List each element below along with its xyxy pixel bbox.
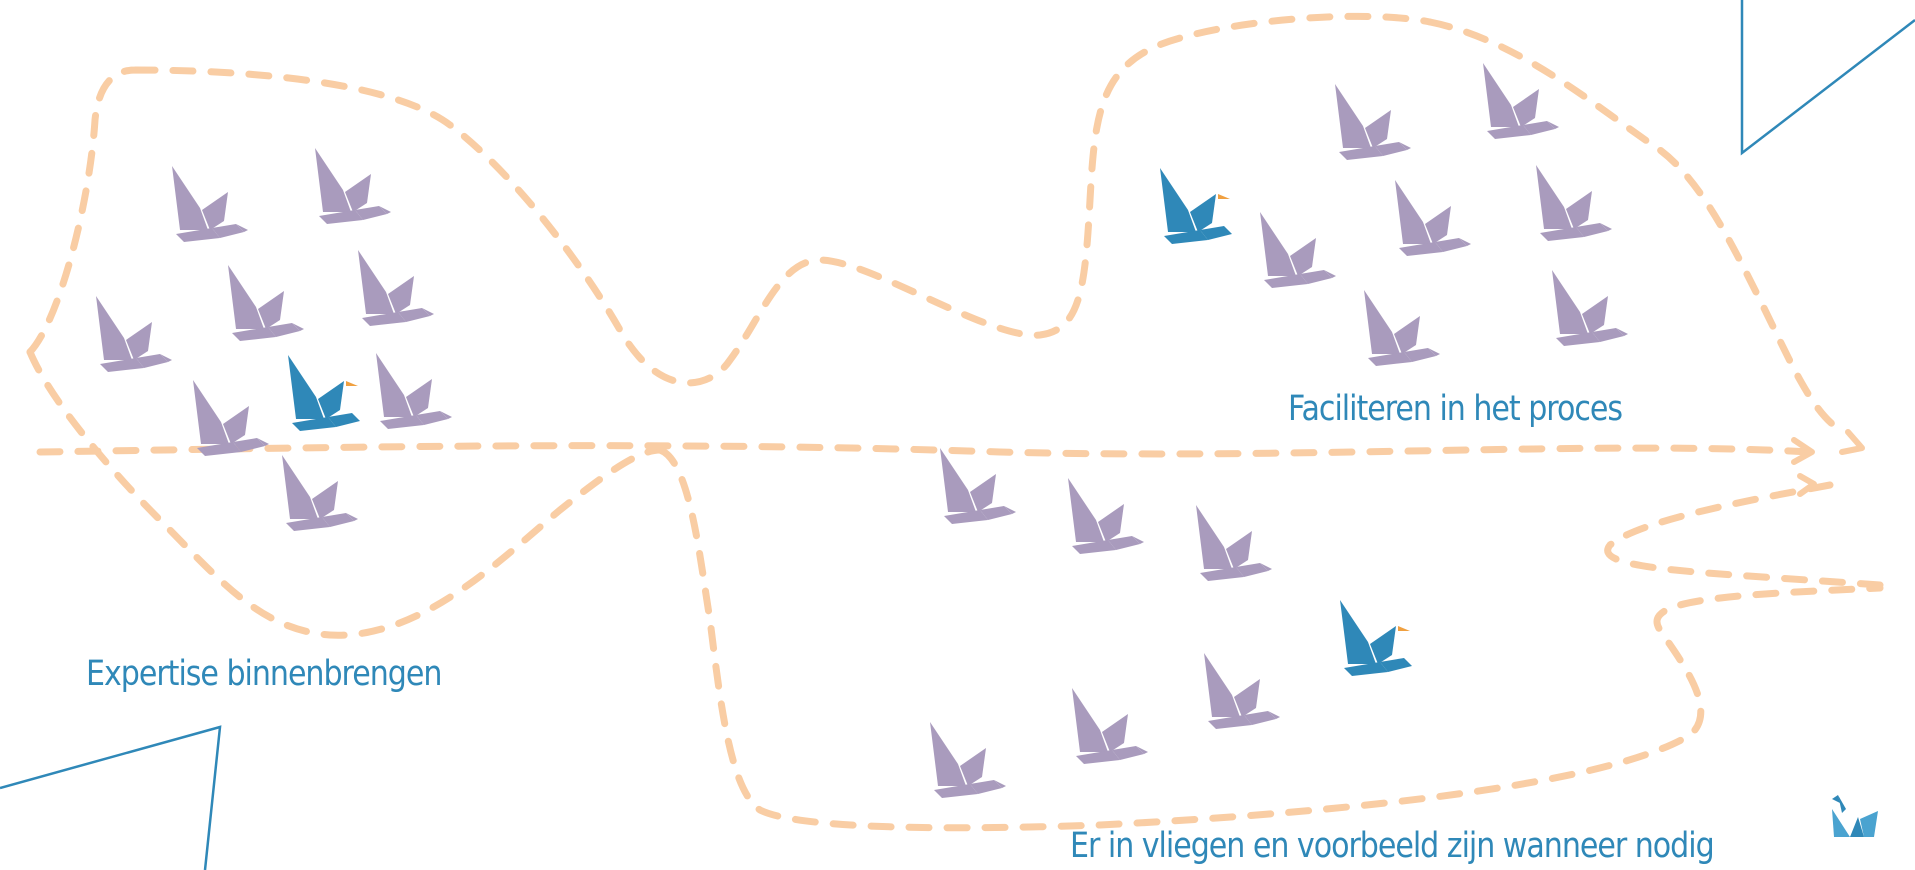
goose-icon — [193, 380, 269, 456]
arrow-head-icon — [1797, 473, 1817, 497]
goose-icon — [1260, 212, 1336, 288]
goose-icon — [96, 296, 172, 372]
goose-icon — [358, 250, 434, 326]
facilitate-loop-path — [1426, 18, 1844, 434]
goose-icon — [1364, 290, 1440, 366]
origami-bird-logo-icon — [1832, 795, 1878, 837]
leader-goose-icon — [288, 355, 360, 431]
label-expertise: Expertise binnenbrengen — [86, 654, 442, 694]
fly-loop-path — [656, 446, 1884, 832]
main-flight-line-path — [36, 442, 1814, 458]
goose-icon — [172, 166, 248, 242]
leader-goose-icon — [1160, 168, 1232, 244]
label-facilitate: Faciliteren in het proces — [1288, 389, 1623, 429]
goose-icon — [1395, 180, 1471, 256]
goose-icon — [930, 722, 1006, 798]
goose-icon — [1335, 84, 1411, 160]
goose-icon — [376, 353, 452, 429]
goose-icon — [940, 448, 1016, 524]
beak-icon — [1398, 626, 1410, 631]
goose-icon — [1072, 688, 1148, 764]
goose-icon — [228, 265, 304, 341]
label-fly-example: Er in vliegen en voorbeeld zijn wanneer … — [1070, 826, 1715, 866]
expertise-lower-loop-path — [26, 348, 664, 639]
goose-icon — [1068, 478, 1144, 554]
corner-triangle-top-right — [1740, 0, 1915, 156]
return-zigzag-path — [1604, 481, 1884, 589]
goose-icon — [1196, 505, 1272, 581]
goose-icon — [1536, 165, 1612, 241]
beak-icon — [1218, 194, 1230, 199]
corner-triangle-bottom-left — [0, 725, 222, 870]
goose-icon — [282, 455, 358, 531]
expertise-loop-path — [26, 12, 1434, 387]
leader-goose-icon — [1340, 600, 1412, 676]
goose-icon — [315, 148, 391, 224]
arrow-head-icon — [1791, 437, 1815, 465]
goose-icon — [1204, 653, 1280, 729]
arrow-head-icon — [1839, 429, 1865, 455]
goose-icon — [1552, 270, 1628, 346]
beak-icon — [346, 381, 358, 386]
